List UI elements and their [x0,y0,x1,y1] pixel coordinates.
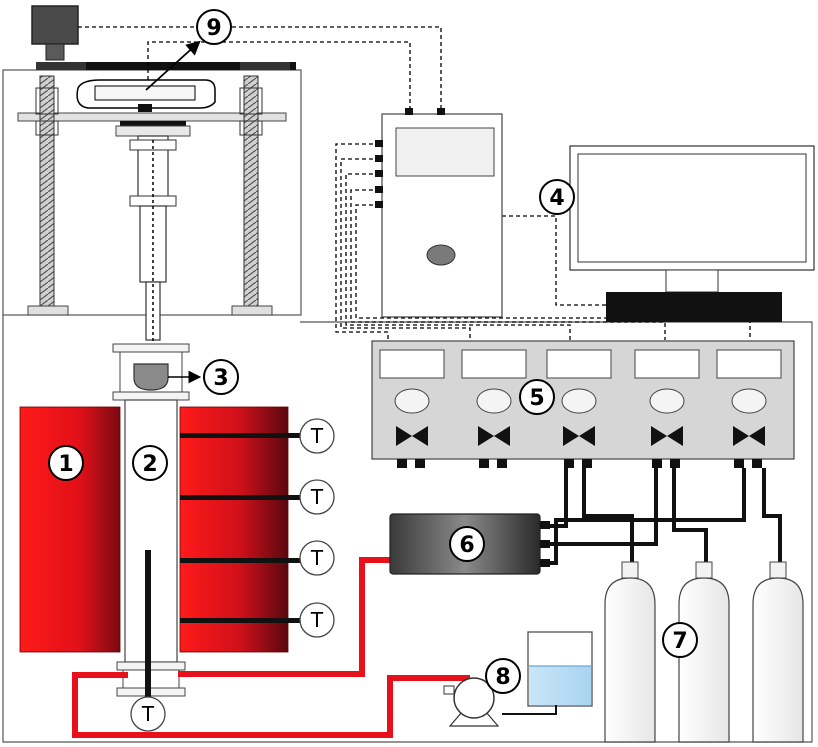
bowtie-valve-icon [478,426,510,446]
marker-computer: 4 [539,179,575,215]
thermocouple-icon: T [299,602,335,638]
furnace-right-half [179,406,289,653]
svg-text:5: 5 [529,386,544,411]
svg-text:T: T [310,608,324,632]
computer-keyboard [606,292,782,322]
computer-monitor [569,145,815,293]
hanger-rod [129,135,177,362]
gas-cylinder-2 [678,561,730,743]
water-reservoir [527,631,593,707]
crossbar [17,112,287,137]
pump-icon [443,677,500,727]
mass-flow-controller-units [379,349,782,468]
motor-icon [31,5,79,61]
marker-balance: 9 [196,9,232,45]
svg-text:T: T [310,546,324,570]
balance-pointer-arrow [145,40,201,91]
marker-reactor: 2 [132,445,168,481]
svg-text:4: 4 [549,186,564,211]
gas-cylinder-1 [604,561,656,743]
sample-basket [133,363,169,391]
mass-flow-controller-unit-3 [546,349,612,468]
svg-text:6: 6 [459,533,474,558]
thermocouple-icon: T [130,696,166,732]
steam-feed-pipe [72,557,470,738]
marker-furnace: 1 [48,445,84,481]
mass-flow-controller-unit-1 [379,349,445,468]
bowtie-valve-icon [563,426,595,446]
balance-plate [76,79,216,112]
marker-gas-cylinders: 7 [662,622,698,658]
svg-text:T: T [310,424,324,448]
svg-text:7: 7 [672,629,687,654]
data-logger [375,108,503,318]
bowtie-valve-icon [396,426,428,446]
bowtie-valve-icon [733,426,765,446]
thermocouple-icon: T [299,540,335,576]
marker-mass-flow-controller: 5 [519,379,555,415]
gas-tubes [550,468,782,580]
svg-text:T: T [141,702,155,726]
svg-text:2: 2 [142,452,157,477]
svg-text:9: 9 [206,16,221,41]
svg-text:8: 8 [495,665,510,690]
marker-sample-basket: 3 [203,359,239,395]
mass-flow-controller-unit-5 [716,349,782,468]
svg-text:1: 1 [58,452,73,477]
gas-cylinder-3 [752,561,804,743]
threaded-rod-right [231,75,273,316]
thermocouple-icon: T [299,479,335,515]
thermocouple-leads [180,433,300,623]
svg-text:3: 3 [213,366,228,391]
water-line [502,705,557,715]
threaded-rod-left [27,75,69,316]
marker-water-pump: 8 [485,658,521,694]
mass-flow-controller-unit-2 [461,349,527,468]
reactor-inner-thermowell [145,550,151,708]
bowtie-valve-icon [651,426,683,446]
belt [36,62,296,70]
svg-text:T: T [310,485,324,509]
mass-flow-controller-unit-4 [634,349,700,468]
furnace-left-half [19,406,121,653]
marker-preheater: 6 [449,526,485,562]
thermocouple-icon: T [299,418,335,454]
